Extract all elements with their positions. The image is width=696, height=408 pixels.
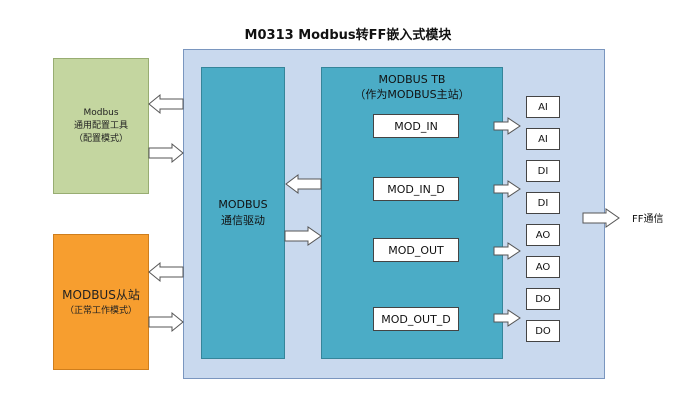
block-mod-in: MOD_IN: [373, 114, 459, 138]
modbus-slave-box: MODBUS从站 （正常工作模式）: [53, 234, 149, 370]
config-tool-box: Modbus 通用配置工具 （配置模式）: [53, 58, 149, 194]
io-do-1: DO: [526, 288, 560, 310]
io-ai-1: AI: [526, 96, 560, 118]
ff-comm-label: FF通信: [632, 214, 664, 225]
block-mod-out-d: MOD_OUT_D: [373, 307, 459, 331]
modbus-driver-box: MODBUS 通信驱动: [201, 67, 285, 359]
config-tool-desc: 通用配置工具: [73, 120, 128, 131]
tb-name: MODBUS TB: [378, 73, 446, 86]
arrow-config-to-driver: [148, 142, 184, 164]
modbus-slave-mode: （正常工作模式）: [64, 306, 137, 316]
driver-name: MODBUS: [218, 198, 268, 211]
modbus-tb-header: MODBUS TB （作为MODBUS主站）: [321, 72, 503, 102]
block-mod-in-d: MOD_IN_D: [373, 177, 459, 201]
arrow-driver-to-tb: [284, 226, 322, 246]
config-tool-mode: （配置模式）: [73, 133, 128, 144]
block-mod-out: MOD_OUT: [373, 238, 459, 262]
arrow-tb-to-driver: [285, 174, 322, 194]
arrow-driver-to-slave: [148, 261, 184, 283]
arrow-tb-to-ai: [493, 117, 521, 135]
tb-role: （作为MODBUS主站）: [354, 88, 470, 101]
io-di-1: DI: [526, 160, 560, 182]
config-tool-name: Modbus: [83, 107, 119, 118]
arrow-tb-to-ao: [493, 242, 521, 260]
diagram-title: M0313 Modbus转FF嵌入式模块: [244, 28, 452, 43]
io-ai-2: AI: [526, 128, 560, 150]
arrow-slave-to-driver: [148, 311, 184, 333]
arrow-tb-to-di: [493, 180, 521, 198]
arrow-driver-to-config: [148, 93, 184, 115]
io-ao-1: AO: [526, 224, 560, 246]
io-di-2: DI: [526, 192, 560, 214]
arrow-tb-to-do: [493, 309, 521, 327]
arrow-module-to-ff: [582, 208, 620, 228]
io-ao-2: AO: [526, 256, 560, 278]
modbus-slave-name: MODBUS从站: [62, 288, 140, 302]
driver-desc: 通信驱动: [221, 214, 265, 227]
io-do-2: DO: [526, 320, 560, 342]
